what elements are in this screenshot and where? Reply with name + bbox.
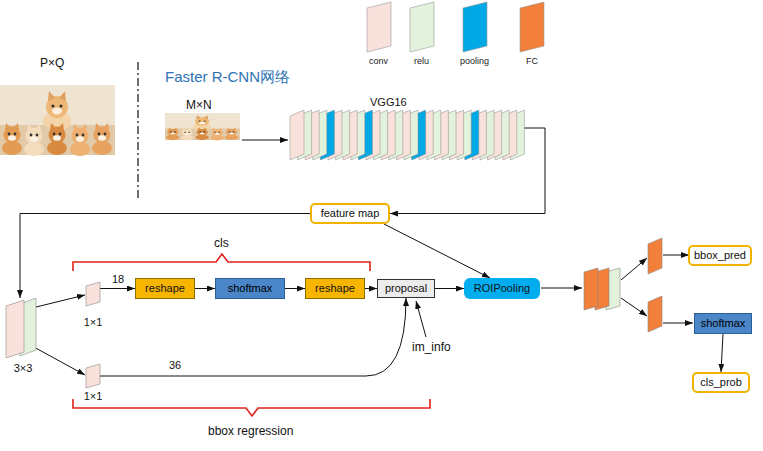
process-box: reshape [135,278,195,299]
node-text: ROIPooling [474,282,530,295]
bbox-bracket [73,399,430,416]
layer-plate [86,364,100,388]
node-text: 3×3 [4,362,42,375]
connector [285,288,305,289]
connector [721,334,723,372]
output-box: bbox_pred [688,245,752,266]
legend-swatch [410,2,434,52]
process-box: reshape [305,278,365,299]
process-box: shoftmax [694,313,752,334]
leader-arrow [416,301,426,337]
legend-swatch [463,2,487,52]
input-arrow [242,140,288,141]
node-text: proposal [385,282,427,295]
connector [195,288,215,289]
conv-stack: 3×3 [4,298,42,380]
fc-arrow [621,298,647,316]
node-text: shoftmax [228,282,273,295]
legend-text: FC [526,56,538,67]
node-text: bbox_pred [694,249,746,262]
fc-arrow [663,323,693,324]
node-text: VGG16 [370,96,407,109]
node-text: reshape [315,282,355,295]
diagram-title: Faster R-CNN网络 [165,68,290,86]
legend-text: conv [369,56,388,67]
node-text: cls_prob [700,376,742,389]
divider-line [137,62,138,200]
edge-label: 18 [110,273,126,286]
connector [32,295,85,308]
output-box: cls_prob [692,372,750,393]
annotation-label: im_info [412,340,451,354]
fc-arrow [663,255,689,256]
process-box: shoftmax [215,278,285,299]
layer-plate [6,300,24,358]
layer-drawing [76,280,110,340]
connector [100,288,135,289]
backbone-stack: VGG16 [285,92,530,164]
connector [365,288,377,289]
connector [435,288,464,289]
annotation-label: cls [214,236,229,250]
legend-text: pooling [460,56,489,67]
layer-drawing [4,298,42,358]
conv-layer: 1×1 [76,280,110,330]
fc-layer [584,268,598,310]
connector [32,346,85,375]
node-text: 1×1 [76,316,110,329]
annotation-label: P×Q [40,56,64,70]
legend-swatch [367,2,391,52]
layer-drawing [285,110,530,162]
node-text: shoftmax [701,317,746,330]
legend-text: relu [414,56,429,67]
cat-photo [0,85,115,156]
fc-layer [648,296,662,332]
fc-arrow [621,258,647,280]
pooling-box: ROIPooling [464,278,540,299]
cat-photo-resized [165,113,240,140]
process-box: proposal [377,279,435,298]
layer-plate [290,110,304,160]
connector [100,298,406,376]
edge-label: 36 [167,359,183,372]
annotation-label: M×N [186,98,212,112]
node-text: feature map [321,207,380,220]
conv-layer: 1×1 [76,362,110,412]
data-box: feature map [310,203,390,224]
node-text: 1×1 [76,390,110,403]
annotation-label: bbox regression [208,424,293,438]
layer-plate [86,282,100,306]
cls-bracket [73,254,370,271]
fc-arrow [541,288,582,289]
fc-layer [648,238,662,274]
connector [20,214,310,299]
connector [384,224,490,278]
legend-swatch [520,2,544,52]
node-text: reshape [145,282,185,295]
